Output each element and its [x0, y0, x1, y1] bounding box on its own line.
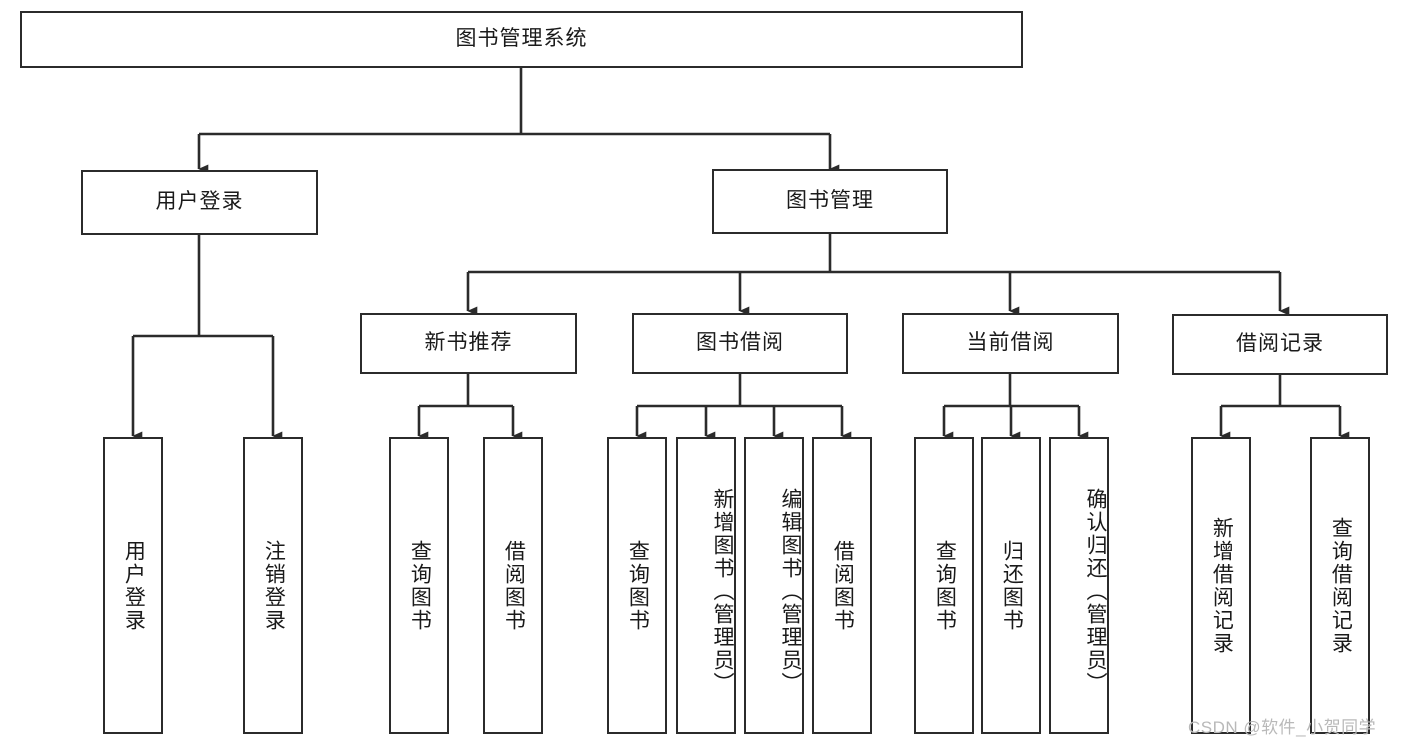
node-user-login-label: 用户登录: [155, 190, 244, 214]
node-leaf-borrow-book-1-label: 借阅图书: [502, 539, 526, 632]
node-leaf-edit-book[interactable]: 编辑图书（管理员）: [744, 437, 804, 734]
node-leaf-query-book-2[interactable]: 查询图书: [607, 437, 667, 734]
node-leaf-borrow-book-1[interactable]: 借阅图书: [483, 437, 543, 734]
node-leaf-query-book-3[interactable]: 查询图书: [914, 437, 974, 734]
node-leaf-user-login-label: 用户登录: [122, 539, 146, 632]
node-book-manage-label: 图书管理: [786, 189, 874, 213]
node-leaf-add-book[interactable]: 新增图书（管理员）: [676, 437, 736, 734]
node-leaf-add-record[interactable]: 新增借阅记录: [1191, 437, 1251, 734]
node-leaf-query-book-3-label: 查询图书: [933, 539, 957, 632]
node-leaf-query-record[interactable]: 查询借阅记录: [1310, 437, 1370, 734]
node-book-borrow[interactable]: 图书借阅: [632, 313, 848, 374]
node-leaf-user-login[interactable]: 用户登录: [103, 437, 163, 734]
node-leaf-user-logout[interactable]: 注销登录: [243, 437, 303, 734]
node-root-label: 图书管理系统: [455, 27, 588, 51]
node-leaf-borrow-book-2-label: 借阅图书: [831, 539, 855, 632]
node-leaf-edit-book-label: 编辑图书（管理员）: [779, 488, 802, 695]
node-leaf-return-book-label: 归还图书: [1000, 539, 1024, 632]
node-borrow-record-label: 借阅记录: [1236, 332, 1324, 356]
node-leaf-add-book-label: 新增图书（管理员）: [711, 488, 734, 695]
node-leaf-query-book-1[interactable]: 查询图书: [389, 437, 449, 734]
node-current-borrow[interactable]: 当前借阅: [902, 313, 1119, 374]
node-root[interactable]: 图书管理系统: [20, 11, 1023, 68]
node-book-borrow-label: 图书借阅: [696, 331, 784, 355]
node-leaf-return-book[interactable]: 归还图书: [981, 437, 1041, 734]
node-leaf-add-record-label: 新增借阅记录: [1210, 516, 1234, 655]
node-leaf-query-record-label: 查询借阅记录: [1329, 516, 1353, 655]
csdn-watermark: CSDN @软件_小贺同学: [1188, 718, 1377, 737]
node-new-book-rec[interactable]: 新书推荐: [360, 313, 577, 374]
node-leaf-query-book-2-label: 查询图书: [626, 539, 650, 632]
node-current-borrow-label: 当前借阅: [966, 331, 1055, 355]
node-leaf-user-logout-label: 注销登录: [262, 539, 286, 632]
node-leaf-query-book-1-label: 查询图书: [408, 539, 432, 632]
node-borrow-record[interactable]: 借阅记录: [1172, 314, 1388, 375]
node-new-book-rec-label: 新书推荐: [424, 331, 513, 355]
node-user-login[interactable]: 用户登录: [81, 170, 318, 235]
node-leaf-confirm-return-label: 确认归还（管理员）: [1084, 488, 1107, 695]
node-leaf-confirm-return[interactable]: 确认归还（管理员）: [1049, 437, 1109, 734]
node-book-manage[interactable]: 图书管理: [712, 169, 948, 234]
node-leaf-borrow-book-2[interactable]: 借阅图书: [812, 437, 872, 734]
